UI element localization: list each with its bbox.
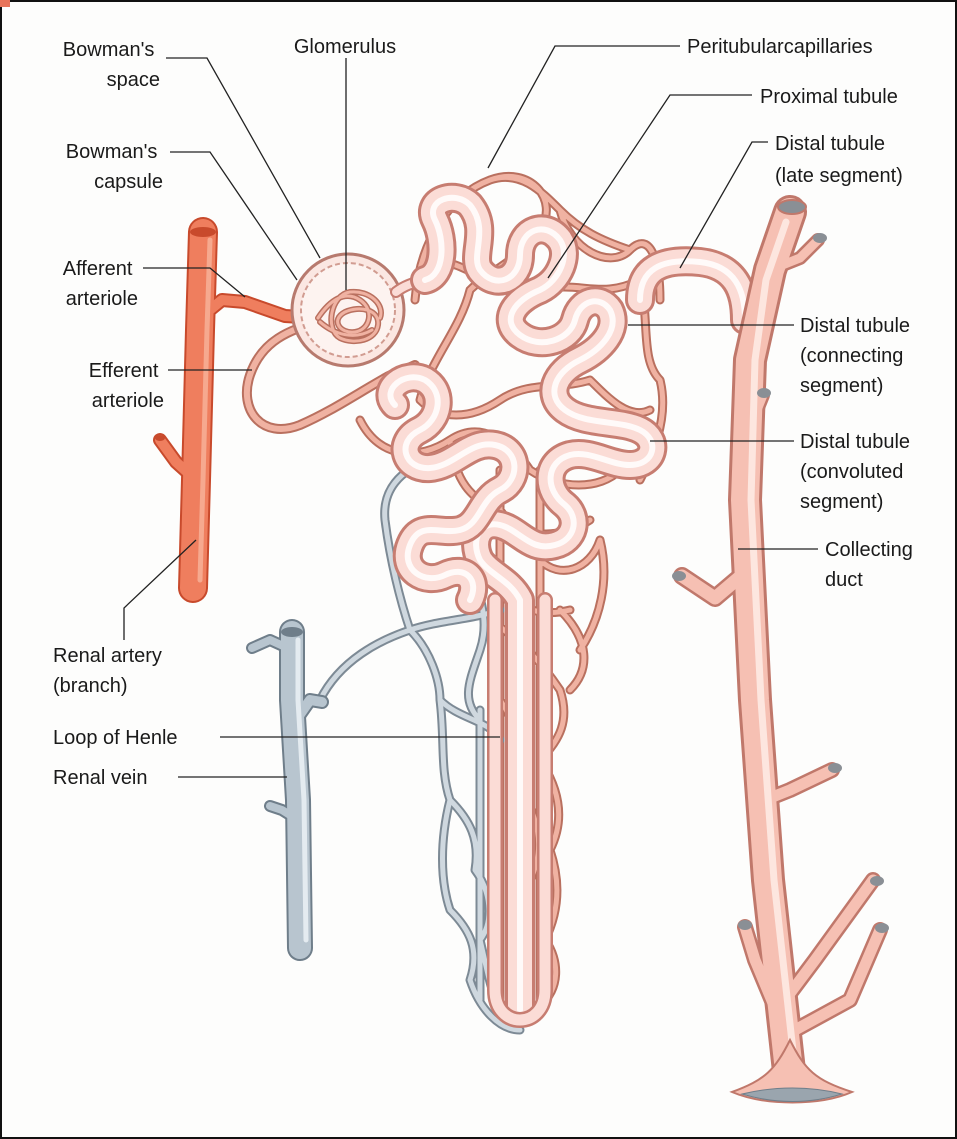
label-distal-tubule-connecting: Distal tubule (connecting segment) [800, 315, 916, 397]
label-proximal-tubule: Proximal tubule [760, 86, 898, 108]
label-bowmans-capsule: Bowman's capsule [66, 141, 163, 193]
distal-tubule-late [640, 261, 745, 320]
label-distal-tubule-late: Distal tubule (late segment) [775, 133, 903, 187]
label-bowmans-space: Bowman's space [63, 39, 160, 91]
convoluted-tubules [390, 198, 652, 1010]
label-loop-of-henle: Loop of Henle [53, 727, 178, 749]
label-efferent-arteriole: Efferent arteriole [89, 360, 164, 412]
label-glomerulus: Glomerulus [294, 36, 396, 58]
label-distal-tubule-convoluted: Distal tubule (convoluted segment) [800, 431, 916, 513]
label-renal-vein: Renal vein [53, 767, 148, 789]
renal-vein [252, 627, 322, 948]
label-collecting-duct: Collecting duct [825, 539, 918, 591]
label-peritubular-capillaries: Peritubularcapillaries [687, 36, 873, 58]
label-afferent-arteriole: Afferent arteriole [63, 258, 138, 310]
renal-artery [155, 227, 318, 588]
label-renal-artery: Renal artery (branch) [53, 645, 168, 697]
